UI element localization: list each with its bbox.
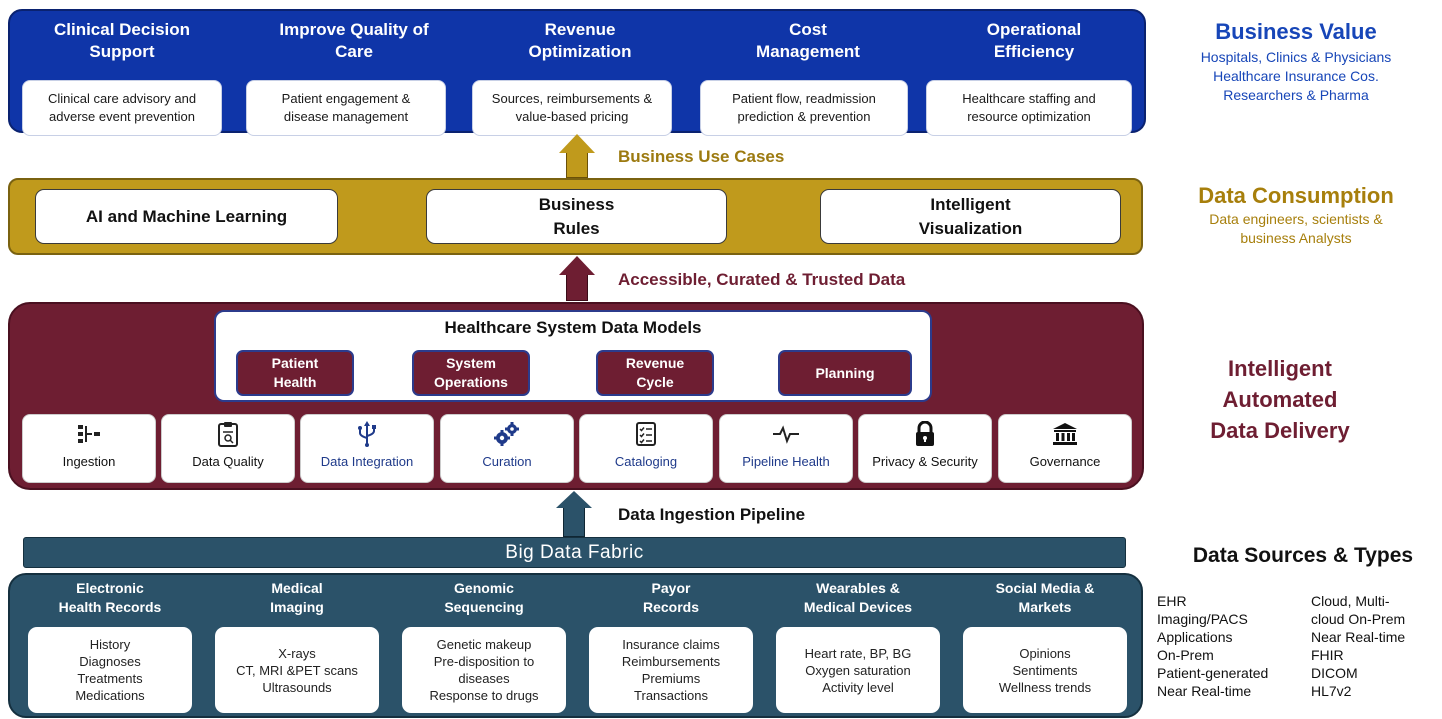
arrow-up-icon <box>559 256 595 275</box>
capability-governance: Governance <box>998 414 1132 483</box>
capability-data-quality: Data Quality <box>161 414 295 483</box>
bank-icon <box>999 421 1131 447</box>
source-types-right: Cloud, Multi- cloud On-Prem Near Real-ti… <box>1311 593 1406 699</box>
business-value-legend: Business Value Hospitals, Clinics & Phys… <box>1158 18 1434 105</box>
business-value-heading: Business Value <box>1215 19 1377 44</box>
ingestion-pipeline-label: Data Ingestion Pipeline <box>618 505 806 524</box>
ingestion-icon <box>23 421 155 447</box>
consumption-ai-ml: AI and Machine Learning <box>35 189 338 244</box>
source-wearables: Wearables &Medical Devices Heart rate, B… <box>770 579 946 713</box>
clipboard-icon <box>162 421 294 447</box>
usb-icon <box>301 421 433 447</box>
capability-cataloging: Cataloging <box>579 414 713 483</box>
data-consumption-heading: Data Consumption <box>1198 183 1394 208</box>
source-title: Wearables &Medical Devices <box>803 580 913 615</box>
data-consumption-audience: Data engineers, scientists & business An… <box>1209 211 1383 246</box>
business-value-audience: Hospitals, Clinics & Physicians Healthca… <box>1200 49 1392 103</box>
bv-description: Sources, reimbursements &value-based pri… <box>472 80 672 136</box>
data-sources-heading: Data Sources & Types <box>1192 544 1414 567</box>
arrow-shaft-ingestion <box>563 505 585 537</box>
data-delivery-legend: Intelligent Automated Data Delivery <box>1158 353 1402 446</box>
curated-data-label: Accessible, Curated & Trusted Data <box>618 270 906 289</box>
capability-curation: Curation <box>440 414 574 483</box>
arrow-up-icon <box>559 134 595 153</box>
bv-description: Patient engagement &disease management <box>246 80 446 136</box>
data-delivery-heading: Intelligent Automated Data Delivery <box>1210 356 1350 443</box>
lock-icon <box>859 421 991 447</box>
business-use-cases-label: Business Use Cases <box>618 147 785 166</box>
capability-privacy-security: Privacy & Security <box>858 414 992 483</box>
checklist-icon <box>580 421 712 447</box>
arrow-shaft-curated <box>566 274 588 301</box>
capability-pipeline-health: Pipeline Health <box>719 414 853 483</box>
model-planning: Planning <box>778 350 912 396</box>
data-consumption-legend: Data Consumption Data engineers, scienti… <box>1158 182 1434 248</box>
arrow-shaft-use-cases <box>566 152 588 178</box>
pulse-icon <box>720 421 852 447</box>
source-types-left: EHR Imaging/PACS Applications On-Prem Pa… <box>1157 593 1269 699</box>
arrow-up-icon <box>556 491 592 508</box>
capability-ingestion: Ingestion <box>22 414 156 483</box>
gears-icon <box>441 421 573 447</box>
big-data-fabric-bar: Big Data Fabric <box>23 537 1126 568</box>
source-title: Social Media &Markets <box>995 580 1095 615</box>
capability-data-integration: Data Integration <box>300 414 434 483</box>
data-models-title: Healthcare System Data Models <box>444 318 702 337</box>
